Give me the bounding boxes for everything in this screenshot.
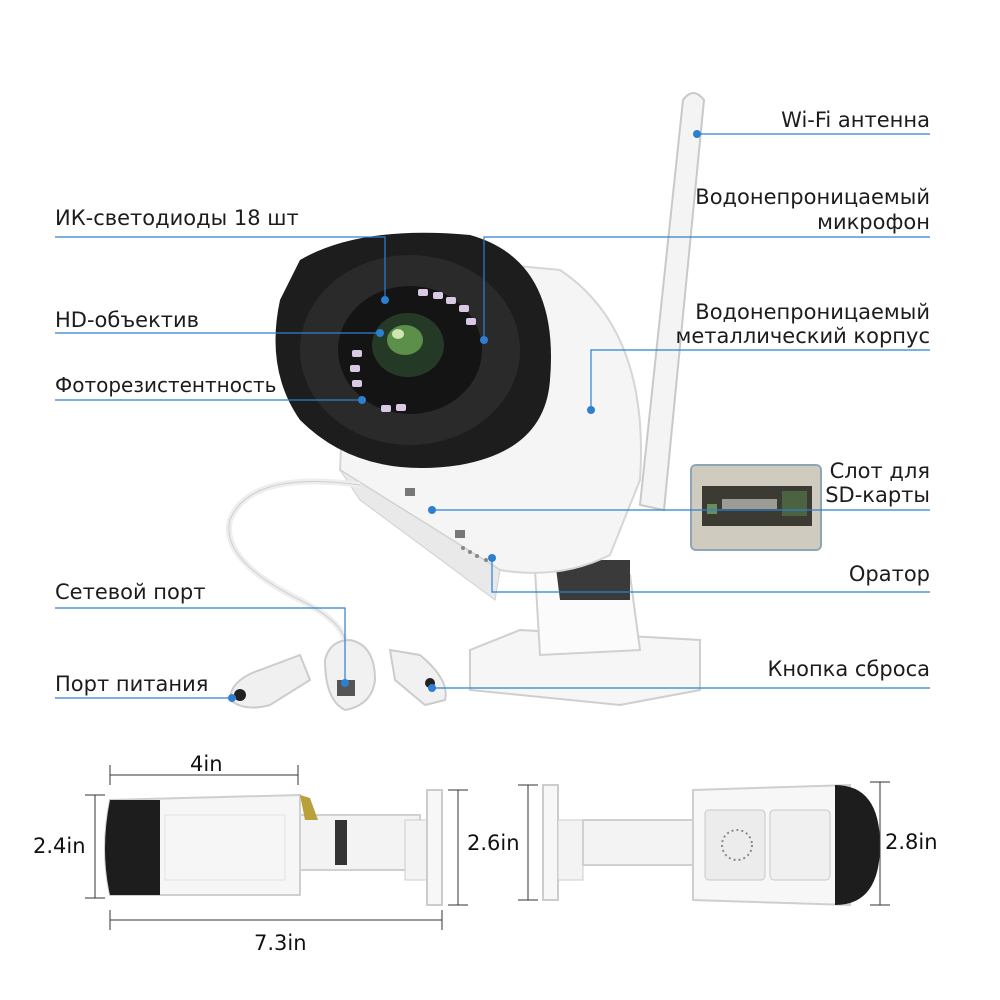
dim-rear-height: 2.8in [885, 830, 938, 854]
label-microphone-line1: Водонепроницаемый [695, 185, 930, 209]
label-ir-leds: ИК-светодиоды 18 шт [55, 206, 299, 230]
label-housing-line2: металлический корпус [675, 324, 930, 348]
sd-slot-graphic [692, 466, 820, 549]
label-reset-button: Кнопка сброса [767, 657, 930, 681]
label-hd-lens: HD-объектив [55, 308, 200, 332]
label-sd-slot-line2: SD-карты [825, 483, 930, 507]
dim-body-length: 4in [190, 752, 223, 776]
dim-mount-height: 2.6in [467, 831, 520, 855]
label-sd-slot-line1: Слот для [829, 459, 930, 483]
label-speaker: Оратор [848, 562, 930, 586]
label-microphone-line2: микрофон [817, 210, 930, 234]
sd-card-inset [690, 464, 822, 551]
label-photoresistor: Фоторезистентность [55, 373, 277, 397]
wifi-antenna-graphic [638, 92, 706, 512]
label-wifi-antenna: Wi-Fi антенна [781, 108, 930, 132]
label-housing-line1: Водонепроницаемый [695, 300, 930, 324]
dim-total-length: 7.3in [254, 931, 307, 955]
label-power-port: Порт питания [55, 672, 209, 696]
dim-front-height: 2.4in [33, 834, 86, 858]
label-network-port: Сетевой порт [55, 580, 206, 604]
